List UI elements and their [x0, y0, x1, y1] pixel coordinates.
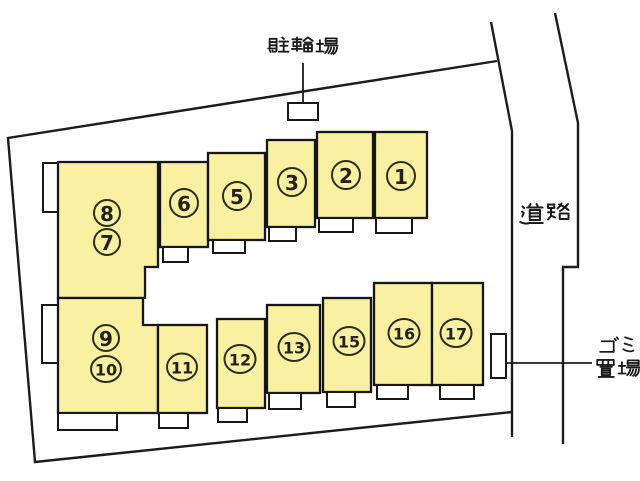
unit-17: 17: [430, 281, 485, 387]
unit-12-circle: [223, 344, 257, 374]
unit-13-number: 13: [283, 339, 305, 358]
unit-13-footprint: [265, 303, 322, 395]
unit-1-footprint: [373, 130, 429, 220]
unit-5-footprint: [206, 151, 267, 242]
porch-unit-6: [162, 246, 189, 263]
porch-unit-15: [326, 391, 356, 408]
unit-16-number: 16: [393, 325, 415, 344]
garbage-label-line1: [599, 336, 635, 353]
unit-16-footprint: [372, 281, 434, 387]
porch-unit-16: [376, 384, 409, 400]
porch-unit-8-7: [42, 162, 59, 213]
unit-13: 13: [265, 303, 322, 395]
unit-11: 11: [156, 323, 209, 415]
unit-15: 15: [321, 296, 373, 394]
unit-11-number: 11: [171, 359, 193, 378]
unit-9-number: 9: [99, 327, 113, 351]
unit-6-circle: [169, 188, 199, 218]
unit-8-number: 8: [100, 202, 114, 226]
bicycle-parking-area: [287, 102, 319, 121]
unit-17-number: 17: [445, 325, 467, 344]
unit-6-footprint: [158, 160, 210, 249]
unit-2: 2: [315, 130, 375, 220]
unit-15-number: 15: [338, 333, 360, 352]
unit-6-number: 6: [177, 192, 191, 216]
road-label: [519, 202, 570, 225]
porch-unit-1: [375, 217, 413, 234]
unit-6: 6: [158, 160, 210, 249]
porch-unit-12: [217, 407, 248, 423]
porch-unit-2: [318, 217, 354, 233]
unit-15-circle: [332, 326, 366, 356]
unit-2-number: 2: [339, 164, 353, 188]
unit-7-number: 7: [100, 231, 114, 255]
unit-5: 5: [206, 151, 267, 242]
porch-unit-5: [212, 239, 246, 254]
unit-13-circle: [277, 332, 311, 362]
unit-8-circle: [93, 199, 121, 227]
road-outer-edge: [553, 12, 580, 444]
unit-3: 3: [265, 138, 317, 229]
unit-10-number: 10: [95, 361, 117, 380]
unit-16-circle: [387, 318, 421, 348]
porch-unit-9-10-bottom: [57, 412, 118, 431]
unit-16: 16: [372, 281, 434, 387]
garbage-area: [490, 333, 507, 379]
porch-unit-13: [268, 392, 302, 410]
bicycle-parking-label: [267, 36, 339, 55]
unit-12-number: 12: [229, 351, 251, 370]
property-boundary-line: [6, 59, 513, 464]
unit-2-footprint: [315, 130, 375, 220]
unit-12: 12: [215, 317, 267, 410]
unit-11-circle: [166, 352, 198, 382]
unit-10-circle: [90, 355, 122, 383]
unit-1-circle: [386, 161, 416, 191]
porch-unit-11: [158, 412, 189, 429]
unit-9-10: 9 10: [56, 296, 160, 415]
unit-8-7: 8 7: [56, 160, 160, 300]
road-inner-edge: [489, 21, 514, 437]
unit-3-number: 3: [285, 171, 299, 195]
unit-9-circle: [92, 324, 120, 352]
garbage-label-line2: [596, 359, 640, 378]
unit-1-number: 1: [394, 165, 408, 189]
unit-1: 1: [373, 130, 429, 220]
porch-unit-17: [439, 384, 475, 400]
unit-3-circle: [277, 167, 307, 197]
unit-17-circle: [439, 318, 473, 348]
unit-7-circle: [93, 228, 121, 256]
unit-2-circle: [331, 160, 361, 190]
unit-5-number: 5: [230, 185, 244, 209]
porch-unit-3: [268, 226, 297, 242]
porch-unit-9-10: [41, 304, 59, 364]
unit-5-circle: [222, 181, 252, 211]
